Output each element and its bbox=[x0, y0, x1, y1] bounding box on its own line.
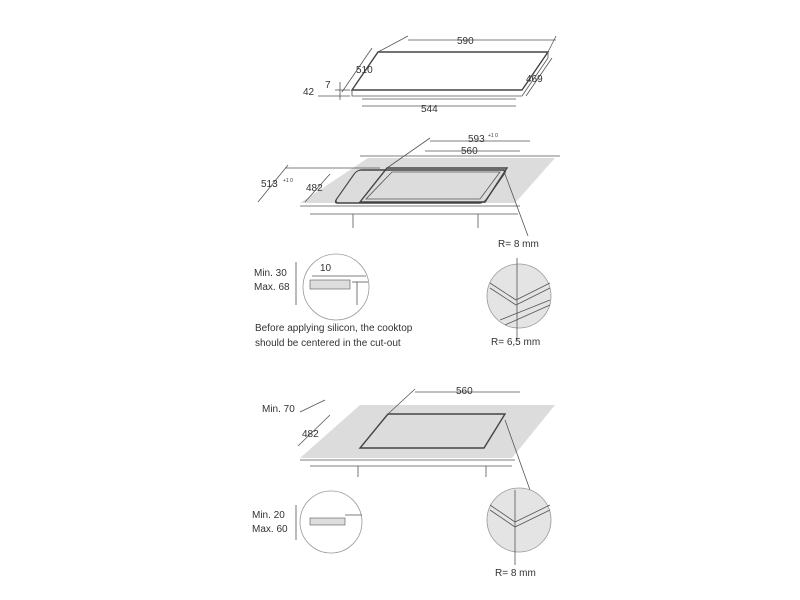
cooktop-plate bbox=[350, 51, 550, 91]
dim-outer-width: 593 bbox=[468, 134, 485, 145]
detail-2: Min. 20 Max. 60 R= 8 mm bbox=[252, 487, 552, 579]
note-line-1: Before applying silicon, the cooktop bbox=[255, 323, 413, 334]
radius-label-3: R= 8 mm bbox=[495, 568, 536, 579]
dim-width-2: 560 bbox=[456, 386, 473, 397]
detail-1: Min. 30 Max. 68 10 Before applying silic… bbox=[254, 253, 552, 349]
note-line-2: should be centered in the cut-out bbox=[255, 338, 401, 349]
radius-label-1: R= 8 mm bbox=[498, 239, 539, 250]
cutout-diagram-2: 560 Min. 70 482 bbox=[262, 386, 555, 491]
radius-label-2: R= 6,5 mm bbox=[491, 337, 540, 348]
cutout-diagram-1: 593 +1 0 560 513 +1 0 482 R= 8 mm bbox=[257, 133, 560, 250]
dim-outer-depth: 513 bbox=[261, 179, 278, 190]
dim-front-min: Min. 70 bbox=[262, 404, 295, 415]
svg-text:+1 0: +1 0 bbox=[488, 133, 498, 139]
gap-dimension: 10 bbox=[320, 263, 332, 274]
dim-width: 590 bbox=[457, 36, 474, 47]
dim-depth-inner: 469 bbox=[526, 74, 543, 85]
min-thickness-2: Min. 20 bbox=[252, 510, 285, 521]
dim-depth: 510 bbox=[356, 65, 373, 76]
dim-depth-2: 482 bbox=[302, 429, 319, 440]
cutout-2 bbox=[358, 413, 507, 449]
min-thickness: Min. 30 bbox=[254, 268, 287, 279]
svg-text:+1 0: +1 0 bbox=[283, 178, 293, 184]
max-thickness-2: Max. 60 bbox=[252, 524, 288, 535]
dim-inner-depth: 482 bbox=[306, 183, 323, 194]
dim-glass: 7 bbox=[325, 80, 331, 91]
max-thickness: Max. 68 bbox=[254, 282, 290, 293]
cooktop-dimensions: 590 510 469 544 7 42 bbox=[303, 35, 557, 115]
dim-width-inner: 544 bbox=[421, 104, 438, 115]
dim-inner-width: 560 bbox=[461, 146, 478, 157]
dim-height: 42 bbox=[303, 87, 315, 98]
